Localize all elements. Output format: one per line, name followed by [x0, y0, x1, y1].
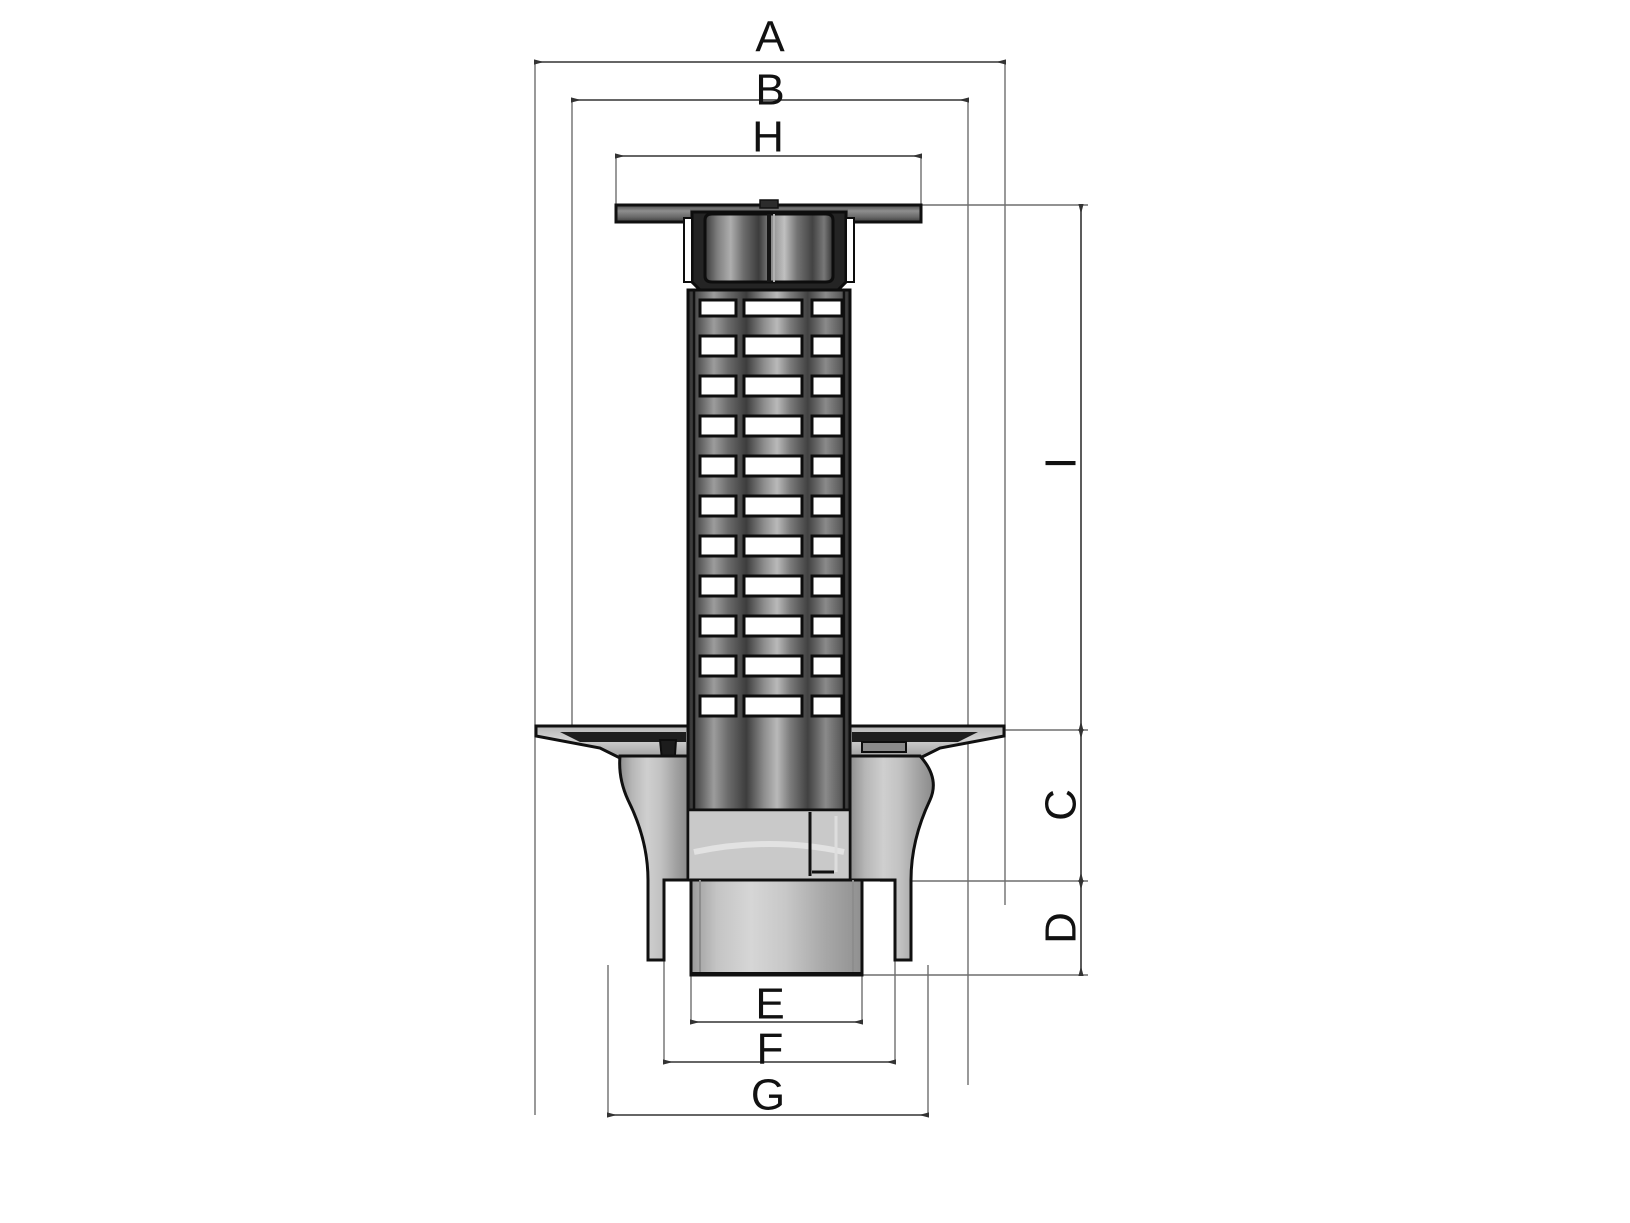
- dimension-label-f: F: [757, 1025, 784, 1074]
- slotted-riser-tube: [686, 288, 852, 812]
- dimension-label-d: D: [1037, 912, 1086, 944]
- dimension-label-a: A: [755, 13, 785, 62]
- dimension-label-e: E: [755, 980, 784, 1029]
- strainer-basket: [683, 210, 855, 292]
- tube-slots: [698, 298, 844, 718]
- dimension-label-b: B: [755, 66, 784, 115]
- outlet-spigot: [689, 878, 864, 977]
- dimension-label-g: G: [751, 1071, 785, 1120]
- horizontal-dimension-lines: [534, 59, 1006, 1118]
- dimension-label-c: C: [1037, 789, 1086, 821]
- drain-body: [618, 754, 935, 962]
- dimension-label-h: H: [752, 113, 784, 162]
- dimension-label-i: I: [1037, 457, 1086, 469]
